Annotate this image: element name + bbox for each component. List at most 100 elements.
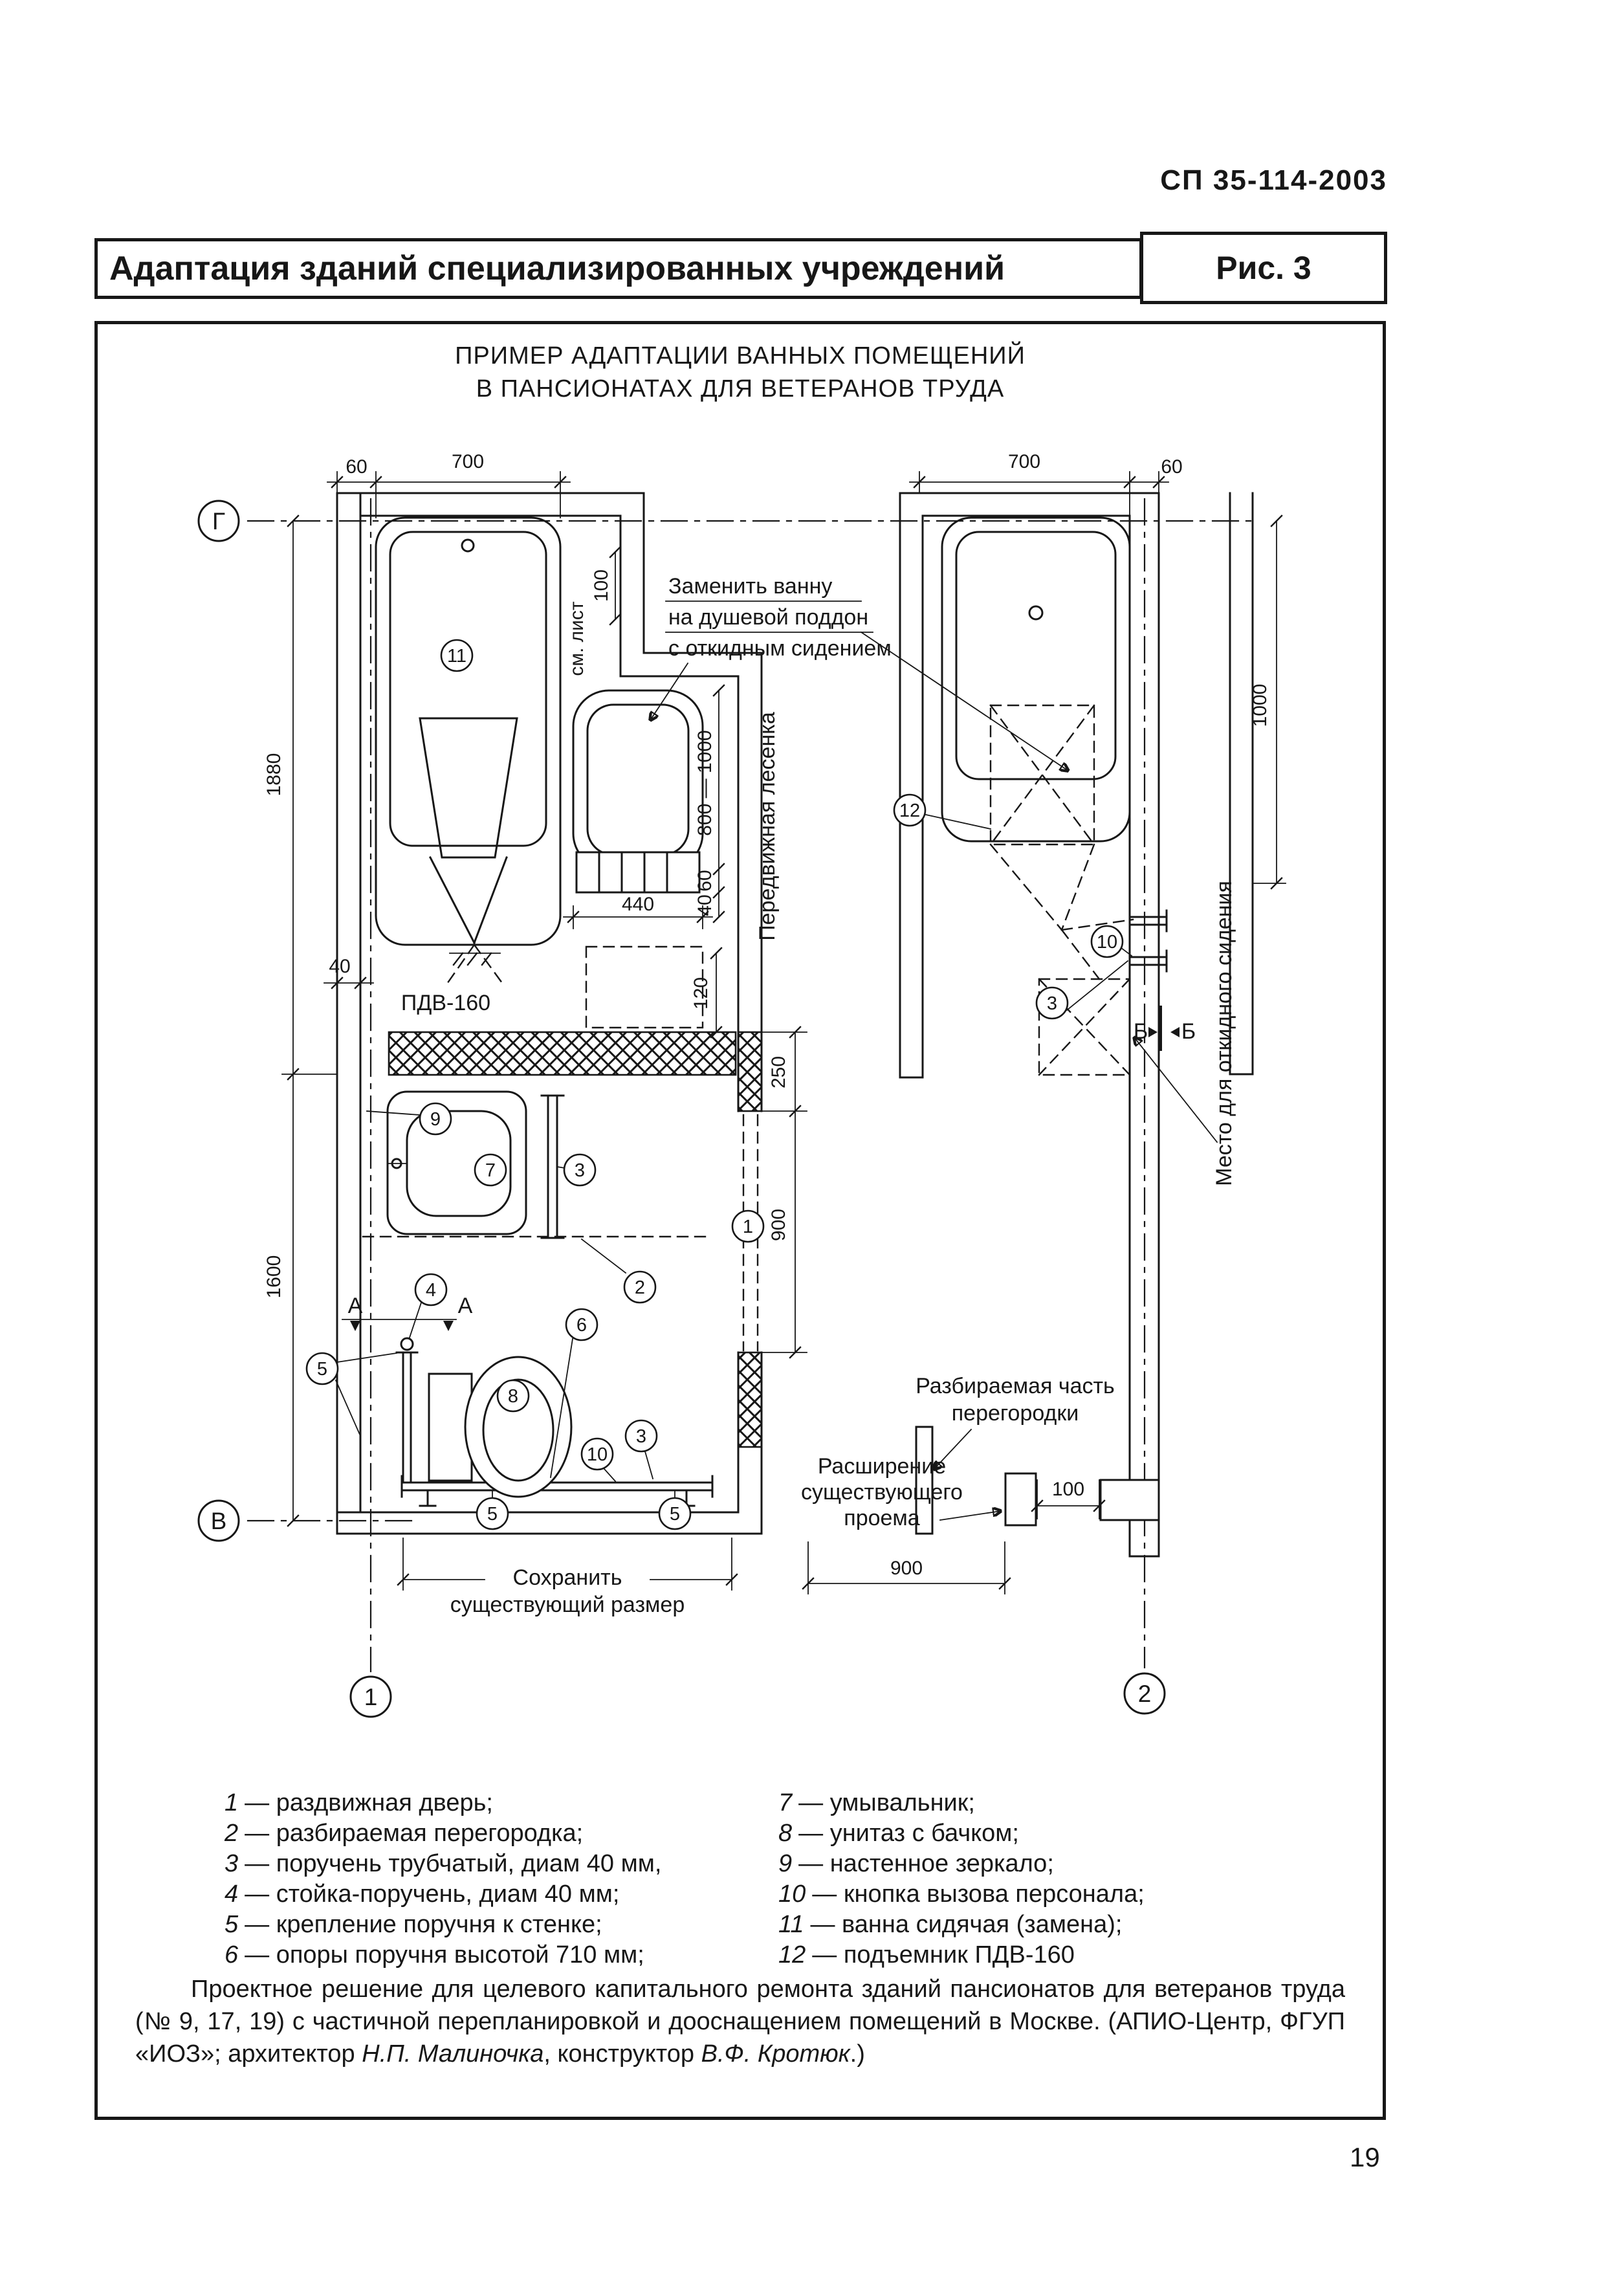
legend-item-number: 6: [225, 1941, 239, 1969]
dim-40: 40: [694, 894, 716, 916]
wall-brackets: [1128, 909, 1168, 973]
legend-item-number: 9: [778, 1850, 793, 1877]
dim-1880: 1880: [263, 753, 285, 797]
legend-item: 7— умывальник;: [778, 1788, 1145, 1818]
dim-700: 700: [1008, 451, 1040, 472]
axis-markers: Г В 1 2: [197, 500, 1166, 1718]
lift-model-label: ПДВ-160: [401, 991, 490, 1015]
axis-lines: [247, 498, 1256, 1673]
dim-60: 60: [346, 456, 367, 478]
dimensions-corridor: 120 250 900: [690, 947, 807, 1359]
legend-item: 11— ванна сидячая (замена);: [778, 1910, 1145, 1940]
dim-40: 40: [329, 956, 350, 977]
sliding-door: [742, 1114, 759, 1352]
balloon-1: 1: [743, 1217, 753, 1237]
legend-item: 12— подъемник ПДВ-160: [778, 1940, 1145, 1970]
page-number: 19: [1350, 2142, 1380, 2172]
folding-seat-label: Место для откидного сидения: [1212, 881, 1236, 1186]
dimensions-right-bottom: 1000 900 100 Сохранить с: [397, 514, 1286, 1617]
toilet: [428, 1356, 573, 1498]
annotations: Заменить ванну на душевой поддон с откид…: [650, 574, 1236, 1530]
legend-item: 9— настенное зеркало;: [778, 1849, 1145, 1879]
legend-item-text: — умывальник;: [798, 1789, 975, 1816]
dimensions-top: 60 700 700 60: [327, 451, 1183, 518]
shower-pan: [572, 689, 704, 1029]
hatched-wall-sections: [388, 1031, 763, 1448]
legend-column-left: 1— раздвижная дверь; 2— разбираемая пере…: [225, 1788, 661, 1970]
legend-item-text: — подъемник ПДВ-160: [812, 1941, 1075, 1969]
legend-item-text: — поручень трубчатый, диам 40 мм,: [245, 1850, 662, 1877]
legend-item-number: 2: [225, 1820, 239, 1847]
balloon-5: 5: [317, 1359, 327, 1380]
balloon-12: 12: [899, 800, 920, 821]
note-text: , конструктор: [543, 2040, 701, 2068]
legend-item: 5— крепление поручня к стенке;: [225, 1910, 661, 1940]
legend-item-number: 8: [778, 1820, 793, 1847]
dim-900: 900: [890, 1558, 923, 1579]
legend-item-number: 7: [778, 1789, 793, 1816]
note-text: .): [850, 2040, 865, 2068]
bathtub-right: [941, 516, 1134, 980]
balloon-6: 6: [576, 1315, 587, 1336]
legend-item: 8— унитаз с бачком;: [778, 1818, 1145, 1849]
legend-item-text: — настенное зеркало;: [798, 1850, 1054, 1877]
legend-item-number: 10: [778, 1880, 806, 1908]
section-letter-a: А: [458, 1294, 473, 1318]
legend-item: 3— поручень трубчатый, диам 40 мм,: [225, 1849, 661, 1879]
walls: [336, 492, 1254, 1558]
item-balloons: 11 12 10 3 9 7 3 1 2 4 6 8 3 10 5 5 5: [305, 639, 1124, 1530]
legend-column-right: 7— умывальник; 8— унитаз с бачком; 9— на…: [778, 1788, 1145, 1970]
section-mark-a: А А: [342, 1294, 473, 1331]
legend-item-text: — опоры поручня высотой 710 мм;: [245, 1941, 644, 1969]
figure-caption-line1: ПРИМЕР АДАПТАЦИИ ВАННЫХ ПОМЕЩЕНИЙ: [455, 342, 1026, 369]
balloon-4: 4: [426, 1280, 436, 1301]
dimensions-left: 1880 1600 40: [263, 514, 374, 1527]
balloon-7: 7: [485, 1160, 496, 1181]
legend-item: 4— стойка-поручень, диам 40 мм;: [225, 1879, 661, 1910]
dim-100: 100: [591, 569, 612, 602]
doc-code: СП 35-114-2003: [1160, 164, 1387, 196]
balloon-2: 2: [635, 1277, 645, 1298]
axis-2: 2: [1138, 1681, 1152, 1707]
legend-item-number: 11: [778, 1911, 804, 1938]
dimensions-pan: 440 800 — 1000 60 40 см. лист 100: [563, 546, 725, 929]
section-letter-b: Б: [1134, 1019, 1148, 1044]
washbasin: [386, 1090, 565, 1239]
legend-item-text: — ванна сидячая (замена);: [810, 1911, 1123, 1938]
legend-item-number: 5: [225, 1911, 239, 1938]
widen-opening-label-3: проема: [844, 1506, 920, 1530]
widen-opening-label-2: существующего: [801, 1480, 963, 1505]
axis-v: В: [211, 1508, 227, 1534]
legend-item-text: — разбираемая перегородка;: [245, 1820, 584, 1847]
figure-number-label: Рис. 3: [1140, 232, 1387, 304]
dim-700: 700: [452, 451, 484, 472]
replace-bath-label-3: с откидным сидением: [668, 636, 892, 661]
legend-item: 2— разбираемая перегородка;: [225, 1818, 661, 1849]
balloon-3: 3: [575, 1160, 585, 1181]
balloon-3: 3: [636, 1426, 646, 1447]
engineer-name: В.Ф. Кротюк: [701, 2040, 850, 2068]
figure-box: ПРИМЕР АДАПТАЦИИ ВАННЫХ ПОМЕЩЕНИЙ В ПАНС…: [94, 321, 1386, 2120]
balloon-leaders: [335, 813, 1133, 1499]
replace-bath-label-2: на душевой поддон: [668, 605, 868, 630]
legend-item: 1— раздвижная дверь;: [225, 1788, 661, 1818]
figure-caption: ПРИМЕР АДАПТАЦИИ ВАННЫХ ПОМЕЩЕНИЙ В ПАНС…: [98, 340, 1383, 406]
note-text: Проектное решение для целевого капитальн…: [135, 1976, 1345, 2068]
dim-120: 120: [690, 977, 712, 1009]
legend-item: 10— кнопка вызова персонала;: [778, 1879, 1145, 1910]
keep-size-label-1: Сохранить: [513, 1565, 622, 1590]
keep-size-label-2: существующий размер: [450, 1593, 685, 1617]
legend-item-text: — кнопка вызова персонала;: [812, 1880, 1145, 1908]
floor-plan-drawing: ПДВ-160: [197, 451, 1286, 1718]
dim-60: 60: [694, 870, 716, 891]
balloon-11: 11: [447, 646, 466, 667]
legend-item-number: 1: [225, 1789, 239, 1816]
title-bar: Адаптация зданий специализированных учре…: [94, 232, 1387, 305]
dim-440: 440: [622, 894, 654, 915]
design-note: Проектное решение для целевого капитальн…: [98, 1973, 1383, 2070]
dim-250: 250: [768, 1056, 789, 1088]
section-letter-b: Б: [1181, 1019, 1196, 1044]
architect-name: Н.П. Малиночка: [362, 2040, 544, 2068]
balloon-3: 3: [1047, 993, 1057, 1014]
